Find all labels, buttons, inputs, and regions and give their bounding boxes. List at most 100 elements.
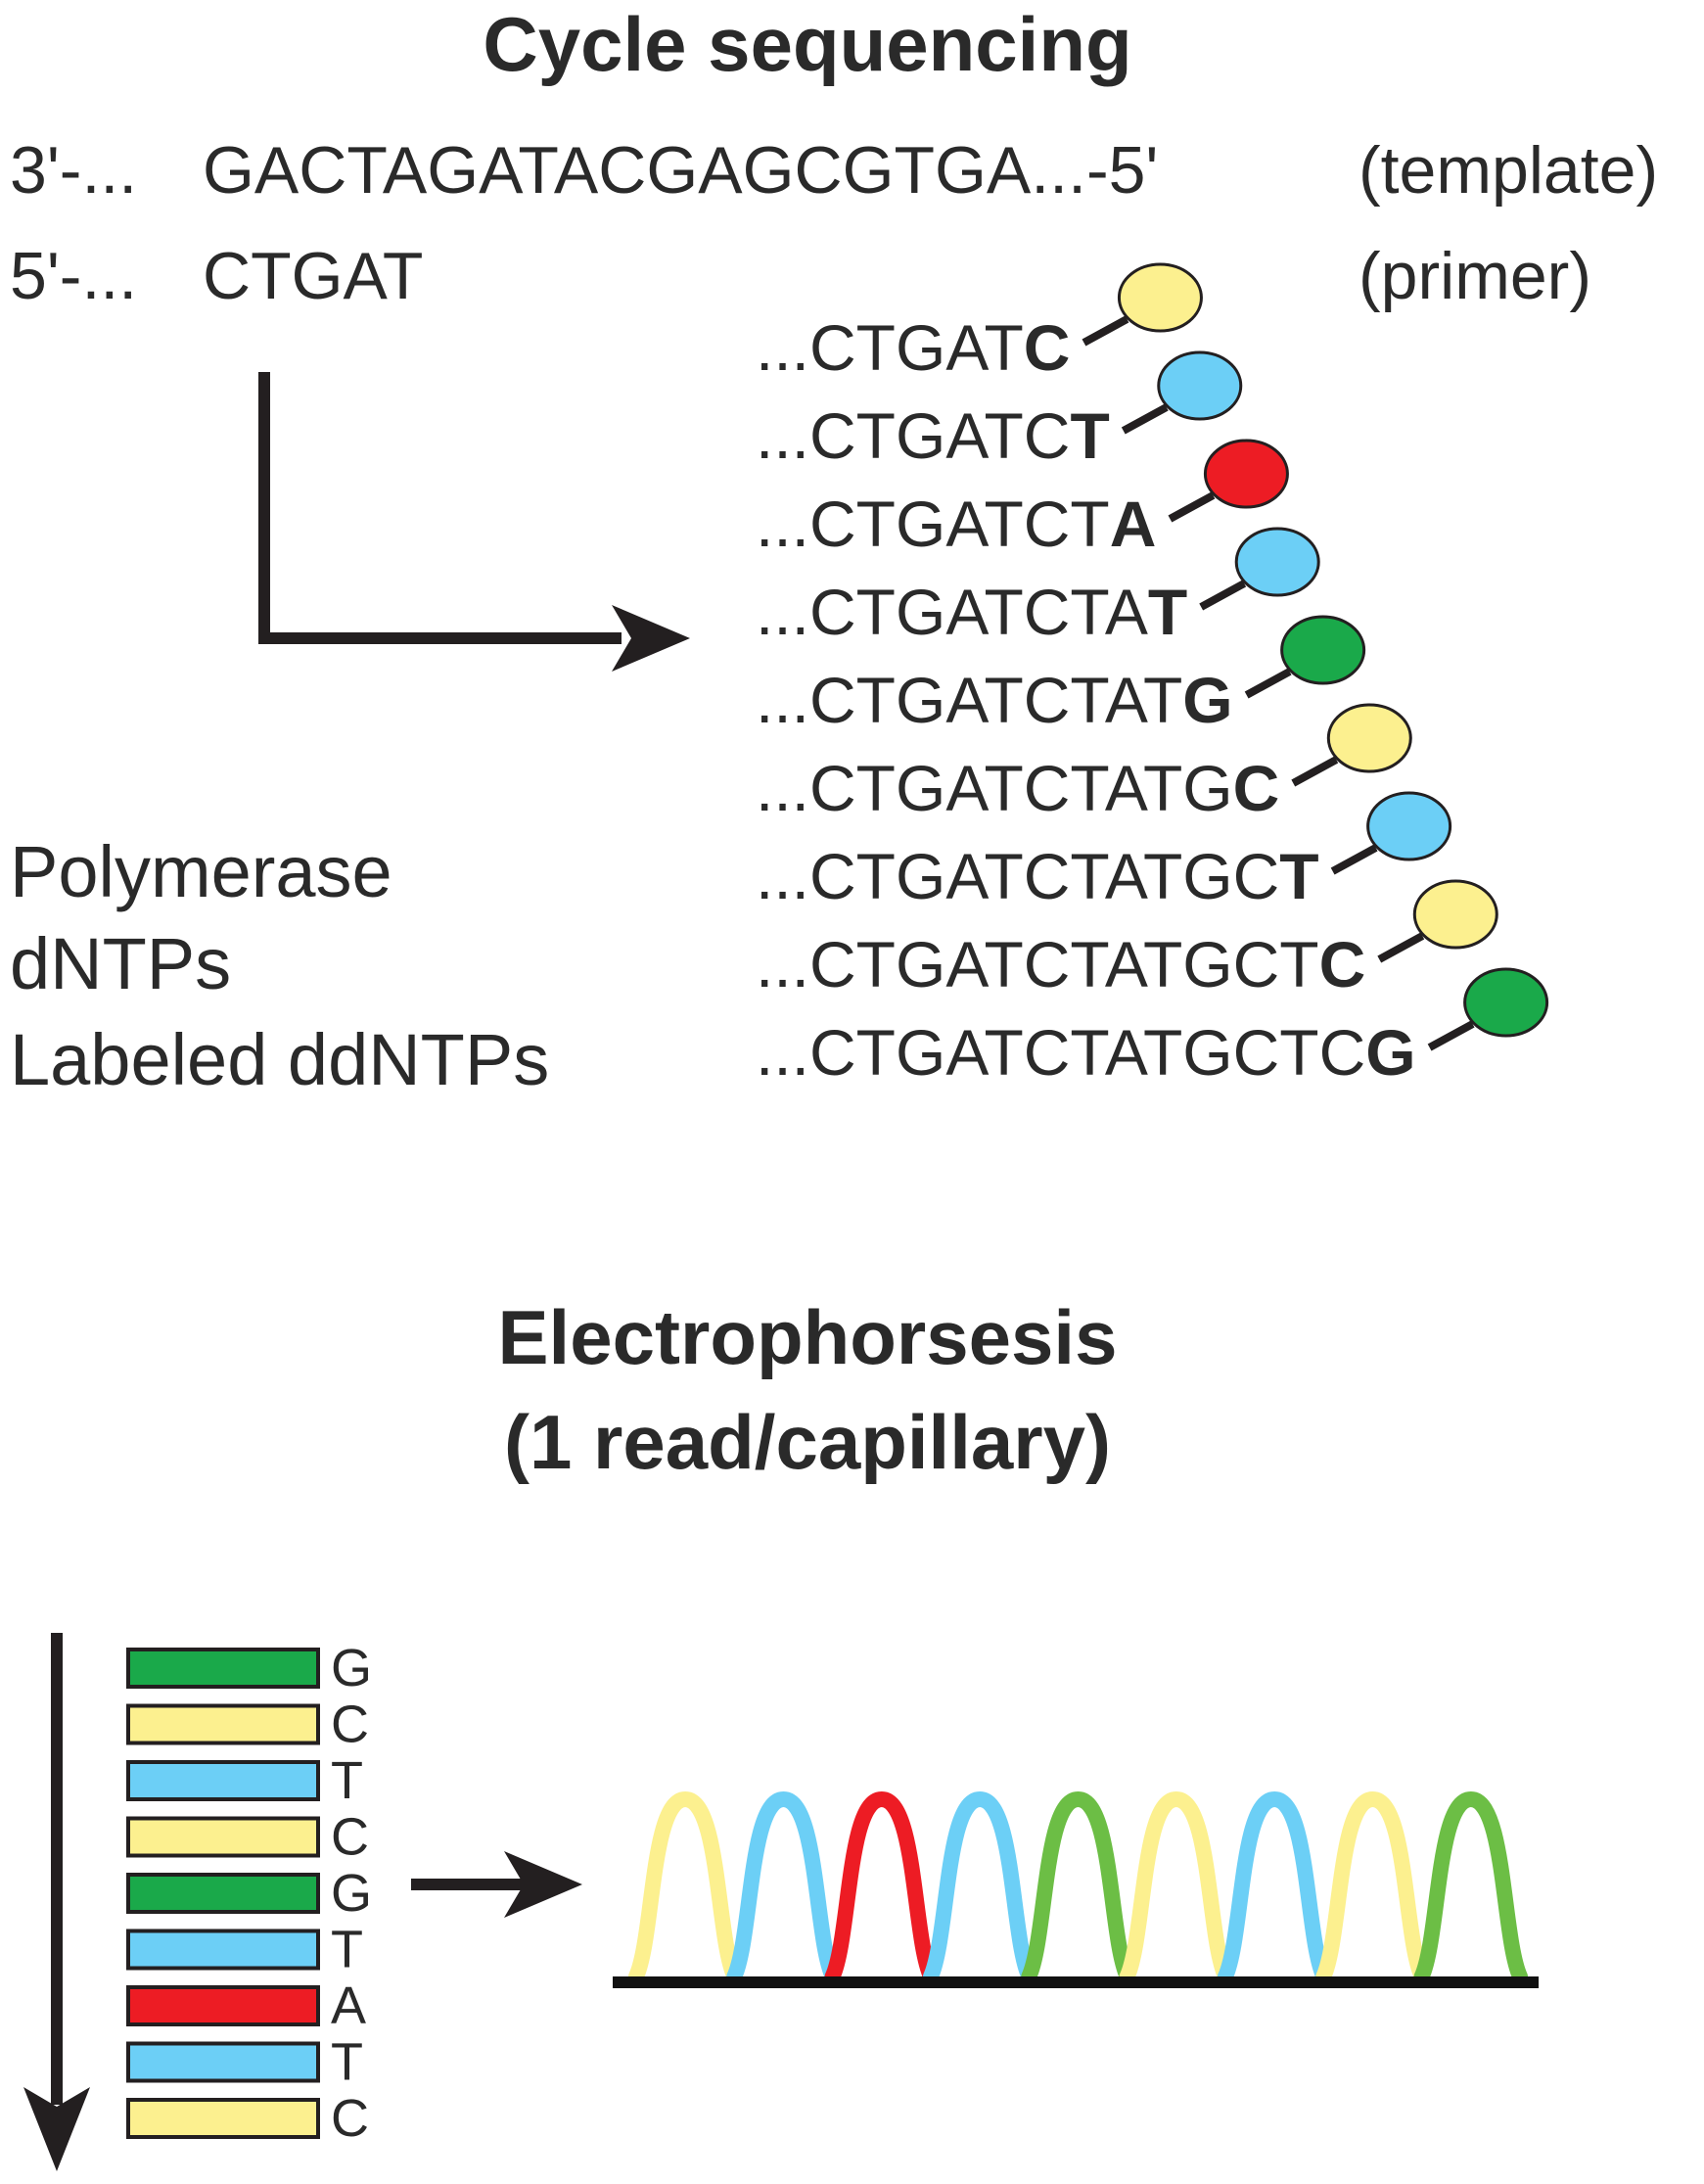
fragment-prefix: ...CTGATCTA [756, 576, 1148, 648]
gel-band [126, 1703, 320, 1745]
template-sequence: GACTAGATACGAGCGTGA...-5' [203, 133, 1158, 208]
readout-arrowhead [504, 1851, 582, 1918]
gel-band-base-label: C [331, 1808, 369, 1867]
fragment-terminal-base: G [1365, 1016, 1415, 1089]
label-stalk [1121, 403, 1169, 435]
fluorescent-label-dot [1326, 703, 1412, 773]
fluorescent-label-dot [1157, 350, 1243, 421]
fragment-prefix: ...CTGATCTATGCTC [756, 1016, 1365, 1089]
trace-peak [923, 1790, 1037, 1984]
extension-arrow [258, 372, 622, 644]
gel-band [126, 2098, 320, 2139]
fragment-row: ...CTGATCTATGCTC [756, 879, 1498, 1000]
label-stalk [1377, 932, 1425, 963]
fragment-sequence: ...CTGATCT [756, 399, 1110, 472]
fluorescent-label-dot [1280, 615, 1366, 685]
fragment-sequence: ...CTGATCTAT [756, 576, 1187, 648]
fragment-prefix: ...CTGATCTATG [756, 752, 1233, 824]
label-stalk [1199, 580, 1247, 611]
fragment-row: ...CTGATC [756, 262, 1203, 384]
fragment-row: ...CTGATCTATGCT [756, 791, 1452, 912]
fragment-sequence: ...CTGATCTATG [756, 664, 1233, 736]
label-stalk [1082, 315, 1129, 347]
trace-peak [824, 1790, 939, 1984]
fluorescent-label-dot [1412, 879, 1498, 950]
primer-note: (primer) [1359, 239, 1591, 313]
fluorescent-label-dot [1203, 439, 1289, 509]
fluorescent-label-dot [1366, 791, 1452, 861]
fragment-prefix: ...CTGATCTATGCT [756, 928, 1319, 1000]
trace-peak [1021, 1790, 1135, 1984]
fragment-row: ...CTGATCTAT [756, 527, 1320, 648]
gel-band [126, 2041, 320, 2083]
fragment-prefix: ...CTGATCTATGC [756, 840, 1279, 912]
trace-peak [1119, 1790, 1233, 1984]
reagent-labeled-ddntps: Labeled ddNTPs [10, 1019, 549, 1100]
fragment-sequence: ...CTGATCTA [756, 488, 1156, 560]
label-stalk [1330, 844, 1378, 875]
fragment-prefix: ...CTGATC [756, 399, 1070, 472]
terminated-fragments: ...CTGATC...CTGATCT...CTGATCTA...CTGATCT… [756, 262, 1549, 1089]
cycle-sequencing-title: Cycle sequencing [483, 1, 1131, 87]
fragment-sequence: ...CTGATCTATGCTC [756, 928, 1365, 1000]
fragment-prefix: ...CTGAT [756, 311, 1024, 384]
primer-end-label: 5'-... [10, 239, 137, 313]
label-stalk [1291, 756, 1339, 787]
gel-band-base-label: T [331, 1751, 363, 1810]
fluorescent-label-dot [1117, 262, 1203, 333]
fragment-terminal-base: T [1070, 399, 1109, 472]
gel-band [126, 1760, 320, 1801]
gel-band-base-label: C [331, 2089, 369, 2148]
fragment-sequence: ...CTGATCTATGC [756, 752, 1279, 824]
fragment-sequence: ...CTGATCTATGCTCG [756, 1016, 1416, 1089]
migration-arrowhead [23, 2087, 90, 2171]
gel-band-base-label: T [331, 1921, 363, 1979]
fragment-terminal-base: C [1319, 928, 1366, 1000]
gel-band [126, 1648, 320, 1689]
trace-peak [1218, 1790, 1332, 1984]
fluorescent-label-dot [1463, 967, 1549, 1038]
gel-band-base-label: A [331, 1976, 366, 2035]
fragment-terminal-base: C [1233, 752, 1280, 824]
primer-sequence: CTGAT [203, 239, 423, 313]
fragment-row: ...CTGATCTATG [756, 615, 1366, 736]
fragment-row: ...CTGATCTATGC [756, 703, 1412, 824]
fragment-prefix: ...CTGATCT [756, 488, 1110, 560]
label-stalk [1244, 668, 1292, 699]
reagent-dntps: dNTPs [10, 923, 231, 1004]
gel-band-base-label: T [331, 2033, 363, 2092]
electrophoresis-subtitle: (1 read/capillary) [504, 1399, 1111, 1485]
fragment-sequence: ...CTGATCTATGCT [756, 840, 1319, 912]
reagent-polymerase: Polymerase [10, 831, 392, 912]
fragment-row: ...CTGATCT [756, 350, 1243, 472]
gel-band [126, 1985, 320, 2026]
label-stalk [1168, 491, 1216, 523]
template-note: (template) [1359, 133, 1658, 208]
fragment-terminal-base: T [1148, 576, 1187, 648]
template-end-label: 3'-... [10, 133, 137, 208]
gel-band-base-label: C [331, 1696, 369, 1754]
fluorescent-label-dot [1234, 527, 1320, 597]
gel-band [126, 1928, 320, 1971]
label-stalk [1427, 1020, 1475, 1051]
chromatogram-trace [628, 1790, 1528, 1984]
gel-band-base-label: G [331, 1864, 372, 1923]
gel-band-base-label: G [331, 1639, 372, 1697]
fragment-terminal-base: G [1182, 664, 1232, 736]
extension-arrowhead [612, 605, 690, 672]
fragment-sequence: ...CTGATC [756, 311, 1070, 384]
fragment-row: ...CTGATCTATGCTCG [756, 967, 1549, 1089]
gel-band [126, 1816, 320, 1858]
fragment-row: ...CTGATCTA [756, 439, 1289, 560]
fragment-terminal-base: T [1279, 840, 1318, 912]
electrophoresis-title: Electrophorsesis [498, 1294, 1118, 1380]
trace-peak [1315, 1790, 1430, 1984]
trace-peak [726, 1790, 841, 1984]
fragment-terminal-base: A [1110, 488, 1157, 560]
fragment-terminal-base: C [1024, 311, 1071, 384]
trace-peak [628, 1790, 743, 1984]
trace-peak [1413, 1790, 1528, 1984]
fragment-prefix: ...CTGATCTAT [756, 664, 1182, 736]
